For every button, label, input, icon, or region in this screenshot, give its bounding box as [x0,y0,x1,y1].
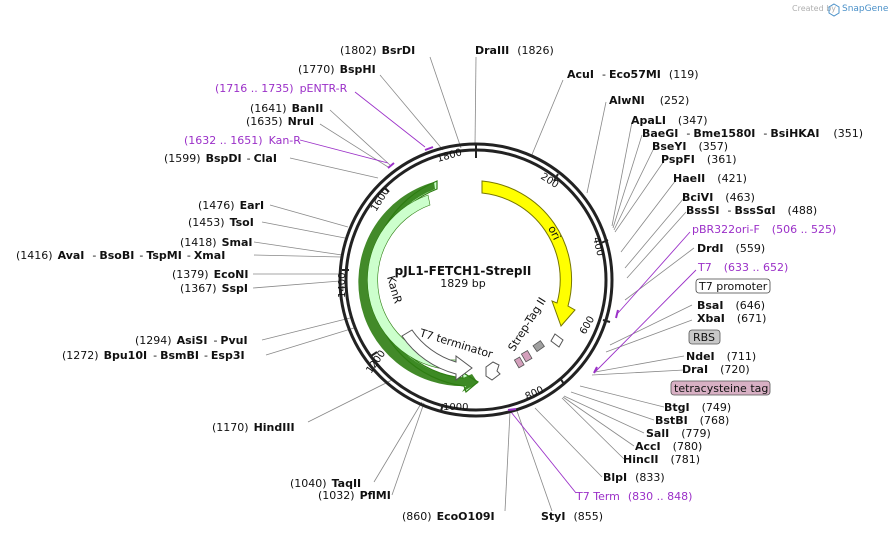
tetracysteine-feature-1[interactable] [520,349,533,363]
primer-marks [387,146,619,411]
site-pflmi[interactable]: (1032)PflMI [318,489,391,502]
rbs-feature[interactable] [532,340,545,353]
primer-kan-r[interactable]: (1632 .. 1651)Kan-R [184,134,301,147]
label-rbs[interactable]: RBS [688,329,721,345]
label-t7-promoter[interactable]: T7 promoter [695,278,771,294]
t7-terminator-arrow[interactable] [401,329,473,381]
primer-pbr322ori-f[interactable]: pBR322ori-F(506 .. 525) [692,223,836,236]
site-econi[interactable]: (1379)EcoNI [172,268,248,281]
site-sspi[interactable]: (1367)SspI [180,282,248,295]
site-alwni[interactable]: AlwNI(252) [609,94,689,107]
site-eari[interactable]: (1476)EarI [198,199,264,212]
primer-t7-term[interactable]: T7 Term(830 .. 848) [575,490,692,503]
site-bsssi-group[interactable]: BssSI-BssSαI(488) [686,204,817,217]
site-asisi-pvui[interactable]: (1294)AsiSI-PvuI [135,334,248,347]
kanr-label: KanR [384,274,404,305]
ori-label: ori [545,224,563,243]
snapgene-brand: SnapGene [842,4,889,14]
site-nrui[interactable]: (1635)NruI [246,115,314,128]
site-bsrdi[interactable]: (1802)BsrDI [340,44,415,57]
snapgene-logo[interactable]: SnapGene [828,3,889,17]
small-feature-arrow[interactable] [485,361,501,381]
site-drdi[interactable]: DrdI(559) [697,242,765,255]
tick-1400: 1400 [337,273,348,298]
created-by-text: Created by [792,4,836,13]
site-haeii[interactable]: HaeII(421) [673,172,747,185]
site-banii[interactable]: (1641)BanII [250,102,323,115]
site-styi[interactable]: StyI(855) [541,510,603,523]
site-ecoo109i[interactable]: (860)EcoO109I [402,510,495,523]
site-taqii[interactable]: (1040)TaqII [290,477,361,490]
svg-text:RBS: RBS [693,331,715,344]
site-pspfi[interactable]: PspFI(361) [661,153,737,166]
site-avai-group[interactable]: (1416)AvaI-BsoBI-TspMI-XmaI [16,249,225,262]
tick-400: 400 [590,236,605,257]
site-bseyi[interactable]: BseYI(357) [652,140,728,153]
site-draiii[interactable]: DraIII(1826) [475,44,554,57]
plasmid-length: 1829 bp [440,277,485,290]
site-xbai[interactable]: XbaI(671) [697,312,766,325]
site-sali[interactable]: SalI(779) [646,427,711,440]
site-smai[interactable]: (1418)SmaI [180,236,252,249]
site-bcivi[interactable]: BciVI(463) [682,191,755,204]
site-bsai[interactable]: BsaI(646) [697,299,765,312]
site-btgi[interactable]: BtgI(749) [664,401,731,414]
site-hincii[interactable]: HincII(781) [623,453,700,466]
primer-t7[interactable]: T7(633 .. 652) [697,261,788,274]
plasmid-name: pJL1-FETCH1-StrepII [395,264,532,278]
site-acci[interactable]: AccI(780) [635,440,702,453]
tetracysteine-feature-2[interactable] [513,356,525,369]
site-tsoi[interactable]: (1453)TsoI [188,216,254,229]
site-bspdi-clai[interactable]: (1599)BspDI-ClaI [164,152,277,165]
site-blpi[interactable]: BlpI(833) [603,471,665,484]
site-bstbi[interactable]: BstBI(768) [655,414,729,427]
site-hindiii[interactable]: (1170)HindIII [212,421,295,434]
label-tetracysteine-tag[interactable]: tetracysteine tag [670,380,771,396]
site-drai[interactable]: DraI(720) [682,363,750,376]
primer-leaders [299,91,697,494]
site-bsphi[interactable]: (1770)BspHI [298,63,376,76]
ori-arrow[interactable] [481,180,576,327]
svg-text:tetracysteine tag: tetracysteine tag [674,382,768,395]
kanr-arrow[interactable] [358,182,478,392]
svg-text:T7 promoter: T7 promoter [698,280,768,293]
site-acui-eco57mi[interactable]: AcuI-Eco57MI(119) [567,68,699,81]
tick-marks [342,144,611,412]
site-bpu10i-group[interactable]: (1272)Bpu10I-BsmBI-Esp3I [62,349,245,362]
snapgene-logo-icon [828,3,840,17]
site-baegi-group[interactable]: BaeGI-Bme1580I-BsiHKAI(351) [642,127,863,140]
site-ndei[interactable]: NdeI(711) [686,350,756,363]
primer-pentr-r[interactable]: (1716 .. 1735)pENTR-R [215,82,348,95]
strep-tag-arrow[interactable] [550,333,564,348]
tick-1000: 1000 [443,402,468,413]
site-apali[interactable]: ApaLI(347) [631,114,708,127]
